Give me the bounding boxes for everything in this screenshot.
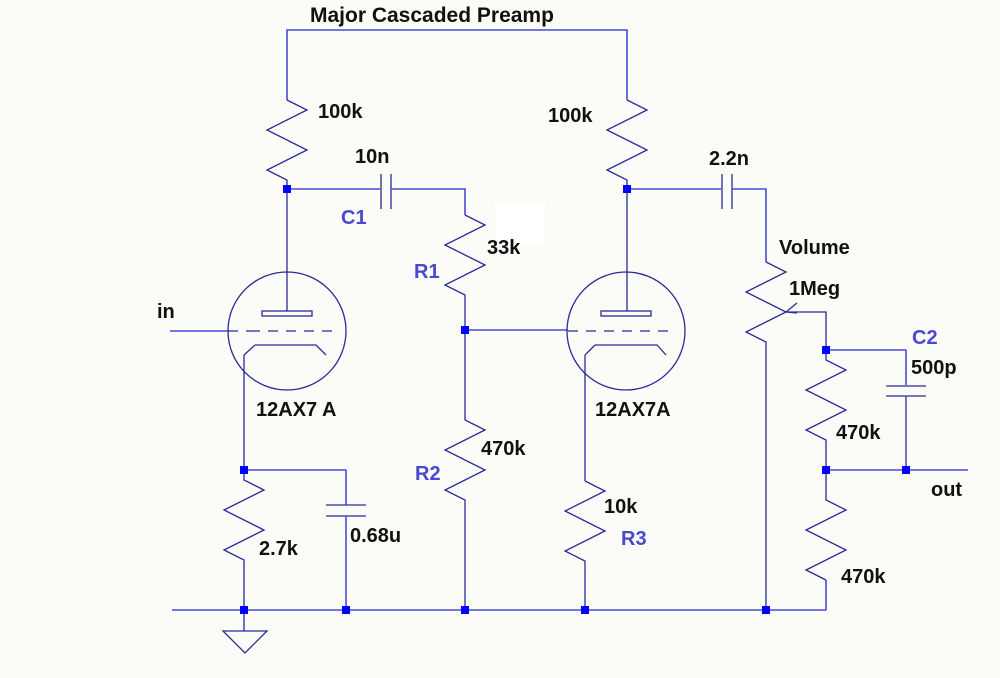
resistor-r1[interactable]: 33k R1	[414, 205, 545, 330]
resistor-icon	[563, 480, 607, 610]
triode-tube-2[interactable]: 12AX7A	[566, 189, 686, 481]
cathode-bypass-cap-value: 0.68u	[350, 525, 401, 547]
junction-node	[822, 466, 830, 474]
junction-node	[342, 606, 350, 614]
resistor-icon	[605, 99, 649, 189]
resistor-icon	[443, 330, 487, 610]
potentiometer-icon	[744, 261, 788, 610]
tube-1-value: 12AX7 A	[256, 399, 336, 421]
triode-tube-1[interactable]: 12AX7 A	[227, 189, 347, 470]
cathode-bypass-cap[interactable]: 0.68u	[326, 504, 401, 610]
ground-icon	[221, 630, 269, 654]
plate	[600, 310, 652, 317]
divider-lower-resistor[interactable]: 470k	[804, 470, 886, 588]
r3-value: 10k	[604, 496, 638, 518]
wire	[732, 188, 767, 262]
wire	[826, 349, 907, 385]
r1-value: 33k	[487, 237, 521, 259]
capacitor-icon	[380, 174, 392, 209]
junction-node	[581, 606, 589, 614]
divider-lower-value: 470k	[841, 566, 886, 588]
plate	[261, 310, 313, 317]
tube-2-value: 12AX7A	[595, 399, 671, 421]
c2-value: 500p	[911, 357, 957, 379]
junction-node	[902, 466, 910, 474]
resistor-icon	[804, 470, 848, 581]
plate-resistor-2[interactable]: 100k	[548, 99, 649, 189]
resistor-icon	[222, 470, 266, 610]
resistor-icon	[443, 214, 487, 330]
r2-value: 470k	[481, 438, 526, 460]
r3-ref: R3	[621, 528, 647, 550]
plate-resistor-2-value: 100k	[548, 105, 593, 127]
junction-node	[283, 185, 291, 193]
c1-ref: C1	[341, 207, 367, 229]
plate-resistor-1-value: 100k	[318, 101, 363, 123]
resistor-r2[interactable]: 470k R2	[415, 330, 526, 610]
volume-ref: Volume	[779, 237, 850, 259]
junction-node	[461, 606, 469, 614]
wire	[244, 469, 347, 505]
label-background	[495, 205, 545, 245]
schematic-title: Major Cascaded Preamp	[310, 4, 554, 27]
capacitor-icon	[886, 385, 926, 397]
divider-upper-value: 470k	[836, 422, 881, 444]
capacitor-c2[interactable]: C2 500p	[886, 327, 957, 470]
junction-node	[240, 466, 248, 474]
plate-resistor-1[interactable]: 100k	[265, 99, 363, 189]
c2-ref: C2	[912, 327, 938, 349]
wire	[391, 188, 466, 215]
junction-node	[240, 606, 248, 614]
volume-value: 1Meg	[789, 278, 840, 300]
capacitor-icon	[721, 174, 733, 209]
input-label: in	[157, 301, 175, 323]
resistor-icon	[804, 350, 848, 470]
volume-potentiometer[interactable]: Volume 1Meg	[744, 237, 850, 610]
junction-node	[762, 606, 770, 614]
capacitor-icon	[326, 504, 366, 517]
b-plus-wire	[286, 29, 628, 100]
junction-nodes	[240, 185, 910, 614]
ground-rail	[172, 580, 827, 611]
junction-node	[461, 326, 469, 334]
triode-icon	[566, 271, 686, 391]
cathode-resistor-1[interactable]: 2.7k	[222, 470, 299, 610]
r1-ref: R1	[414, 261, 440, 283]
c1-value: 10n	[355, 146, 389, 168]
divider-upper-resistor[interactable]: 470k	[804, 350, 881, 470]
wiper-arrow-icon[interactable]	[784, 302, 827, 350]
coupling-cap-2[interactable]: 2.2n	[709, 148, 749, 209]
resistor-r3[interactable]: 10k R3	[563, 480, 647, 610]
output-label: out	[931, 479, 962, 501]
ground-symbol	[221, 610, 269, 654]
junction-node	[623, 185, 631, 193]
junction-node	[822, 346, 830, 354]
cathode-resistor-1-value: 2.7k	[259, 538, 299, 560]
r2-ref: R2	[415, 463, 441, 485]
cathode	[584, 344, 667, 356]
coupling-cap-2-value: 2.2n	[709, 148, 749, 170]
resistor-icon	[265, 99, 309, 189]
capacitor-c1[interactable]: 10n C1	[341, 146, 392, 229]
cathode	[243, 344, 327, 356]
